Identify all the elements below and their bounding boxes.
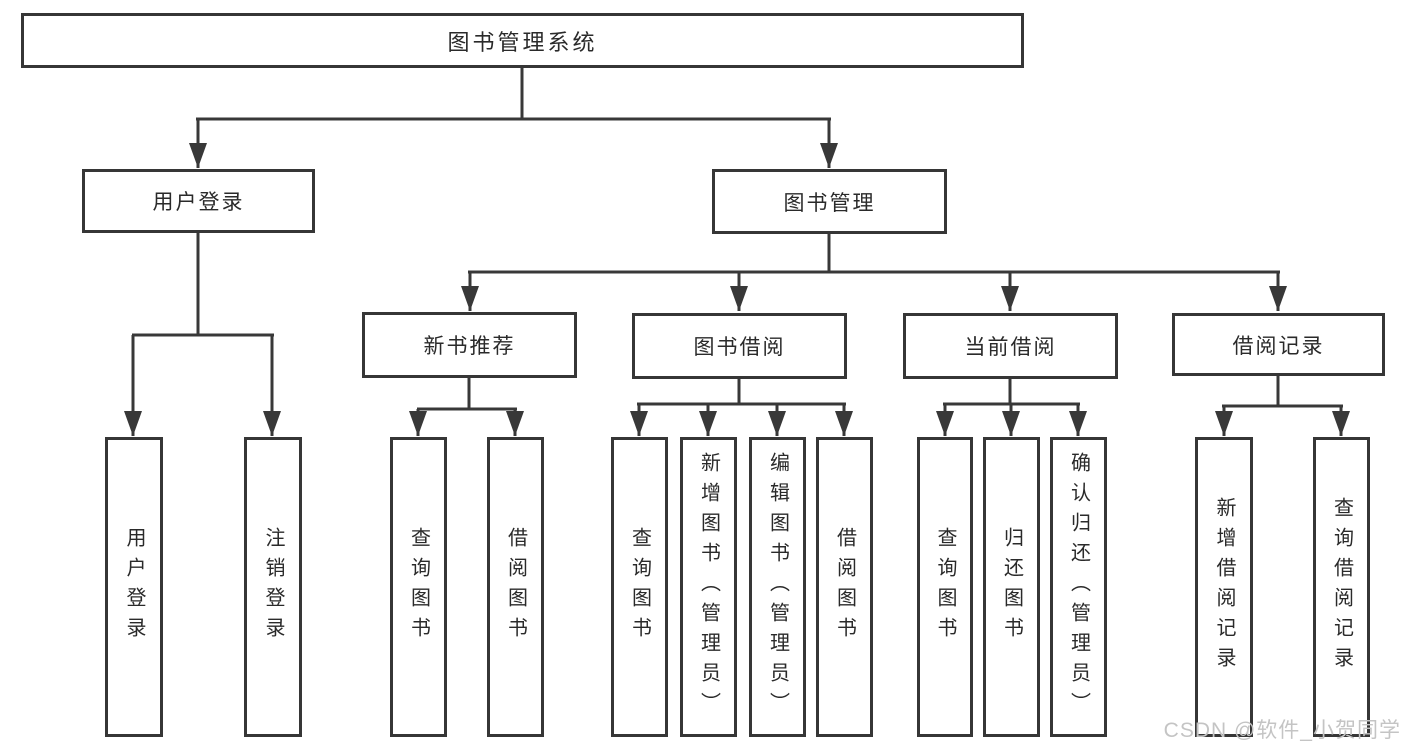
node-label: 注销登录 <box>262 527 284 647</box>
node-label: 新增借阅记录 <box>1213 497 1235 677</box>
node-label: 查询图书 <box>407 527 430 647</box>
node-library-management-system: 图书管理系统 <box>21 13 1024 68</box>
node-label: 编辑图书（管理员） <box>766 452 789 722</box>
leaf-borrow-books-recommend: 借阅图书 <box>487 437 544 737</box>
node-label: 归还图书 <box>1000 527 1023 647</box>
node-user-login: 用户登录 <box>82 169 315 233</box>
node-current-borrow: 当前借阅 <box>903 313 1118 379</box>
node-label: 确认归还（管理员） <box>1067 452 1090 722</box>
node-label: 查询图书 <box>934 527 956 647</box>
node-new-book-recommend: 新书推荐 <box>362 312 577 378</box>
node-book-management: 图书管理 <box>712 169 947 234</box>
node-label: 新增图书（管理员） <box>697 452 720 722</box>
leaf-logout: 注销登录 <box>244 437 302 737</box>
node-label: 当前借阅 <box>964 336 1057 359</box>
leaf-confirm-return-admin: 确认归还（管理员） <box>1050 437 1107 737</box>
leaf-borrow-books: 借阅图书 <box>816 437 873 737</box>
node-label: 借阅图书 <box>504 527 527 647</box>
node-label: 查询借阅记录 <box>1330 497 1353 677</box>
node-book-borrow: 图书借阅 <box>632 313 847 379</box>
node-label: 借阅记录 <box>1232 334 1325 358</box>
node-label: 用户登录 <box>152 191 245 214</box>
node-label: 图书管理 <box>783 191 876 215</box>
node-label: 图书管理系统 <box>447 29 598 55</box>
leaf-query-borrow-record: 查询借阅记录 <box>1313 437 1370 737</box>
leaf-add-books-admin: 新增图书（管理员） <box>680 437 737 737</box>
node-label: 用户登录 <box>123 527 145 647</box>
leaf-query-books-borrow: 查询图书 <box>611 437 668 737</box>
node-label: 查询图书 <box>628 527 651 647</box>
leaf-query-books-current: 查询图书 <box>917 437 973 737</box>
node-label: 借阅图书 <box>833 527 856 647</box>
leaf-add-borrow-record: 新增借阅记录 <box>1195 437 1253 737</box>
leaf-edit-books-admin: 编辑图书（管理员） <box>749 437 806 737</box>
node-label: 新书推荐 <box>423 335 516 358</box>
node-borrow-records: 借阅记录 <box>1172 313 1385 376</box>
leaf-user-login: 用户登录 <box>105 437 163 737</box>
node-label: 图书借阅 <box>693 336 786 359</box>
leaf-query-books-recommend: 查询图书 <box>390 437 447 737</box>
watermark: CSDN @软件_小贺同学 <box>1163 719 1401 742</box>
leaf-return-books: 归还图书 <box>983 437 1040 737</box>
